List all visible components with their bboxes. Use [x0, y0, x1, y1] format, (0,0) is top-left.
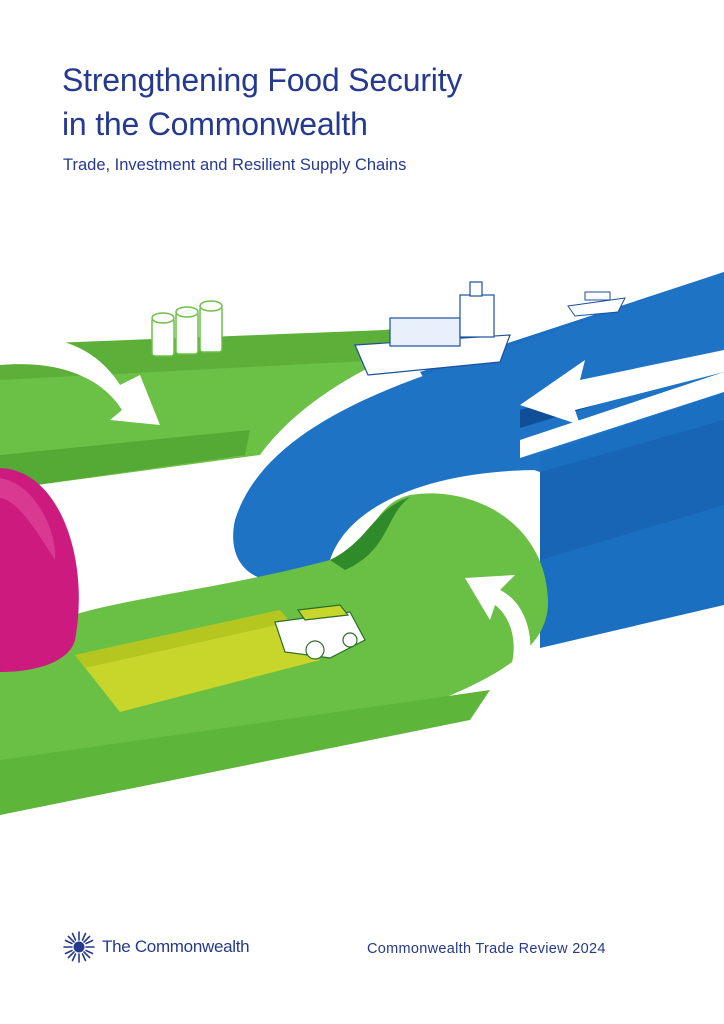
cover-title-line-2: in the Commonwealth	[62, 106, 368, 142]
publisher-logo: The Commonwealth	[62, 930, 250, 964]
series-title: Commonwealth Trade Review 2024	[367, 941, 606, 957]
wheat-field	[75, 610, 320, 712]
small-boat-icon	[567, 291, 626, 317]
cover-subtitle: Trade, Investment and Resilient Supply C…	[63, 156, 407, 174]
cover-title-line-1: Strengthening Food Security	[62, 62, 463, 98]
cover-title: Strengthening Food Security in the Commo…	[62, 58, 462, 146]
commonwealth-emblem-icon	[63, 931, 95, 963]
arrow-up-icon	[465, 575, 531, 690]
combine-harvester-icon	[274, 604, 366, 660]
publisher-name: The Commonwealth	[102, 937, 250, 956]
arrow-left-icon	[520, 350, 724, 425]
arrow-down-icon	[0, 337, 160, 425]
magenta-chain-link	[0, 468, 79, 672]
cargo-ship-icon	[354, 281, 511, 376]
grain-silos-icon	[151, 300, 223, 357]
